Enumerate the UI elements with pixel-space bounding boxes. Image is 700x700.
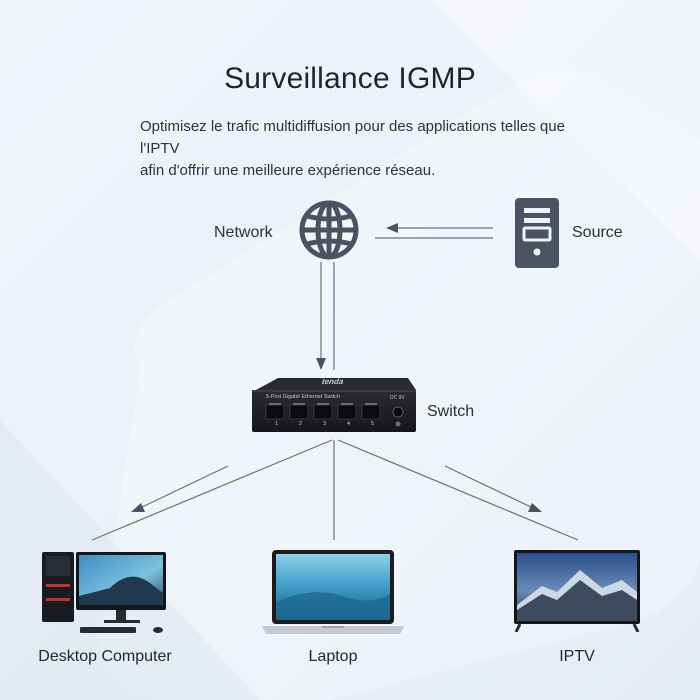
page-subtitle: Optimisez le trafic multidiffusion pour … [140, 116, 600, 182]
laptop-label: Laptop [308, 648, 358, 665]
arrowhead-switch [316, 358, 326, 370]
globe-icon [299, 200, 359, 260]
switch-port-numbers: 1 2 3 4 5 [266, 421, 386, 429]
subtitle-line-1: Optimisez le trafic multidiffusion pour … [140, 118, 565, 157]
switch-to-iptv-line [337, 439, 579, 541]
switch-to-iptv-arrow [444, 465, 534, 509]
iptv-label: IPTV [559, 648, 595, 665]
port-number-4: 4 [347, 421, 351, 427]
subtitle-line-2: afin d'offrir une meilleure expérience r… [140, 162, 436, 179]
arrowhead-iptv [528, 503, 542, 512]
page-title: Surveillance IGMP [224, 62, 476, 95]
switch-model-text: 5-Port Gigabit Ethernet Switch [266, 394, 340, 400]
arrowhead-network [386, 223, 398, 233]
arrowhead-desktop [131, 503, 145, 512]
port-number-1: 1 [275, 421, 279, 427]
port-number-3: 3 [323, 421, 327, 427]
network-switch-icon [252, 378, 416, 432]
switch-power-label: DC 9V [390, 395, 405, 401]
port-number-2: 2 [299, 421, 303, 427]
port-number-5: 5 [371, 421, 375, 427]
network-label: Network [214, 224, 273, 241]
switch-label: Switch [427, 403, 475, 420]
switch-to-desktop-line [91, 439, 333, 541]
server-icon [515, 198, 559, 268]
switch-brand: tenda [321, 377, 345, 386]
laptop-icon [262, 550, 404, 634]
desktop-label: Desktop Computer [38, 648, 172, 665]
switch-to-desktop-arrow [139, 465, 229, 509]
tv-icon [514, 550, 640, 632]
desktop-computer-icon [42, 552, 166, 633]
source-label: Source [572, 224, 623, 241]
